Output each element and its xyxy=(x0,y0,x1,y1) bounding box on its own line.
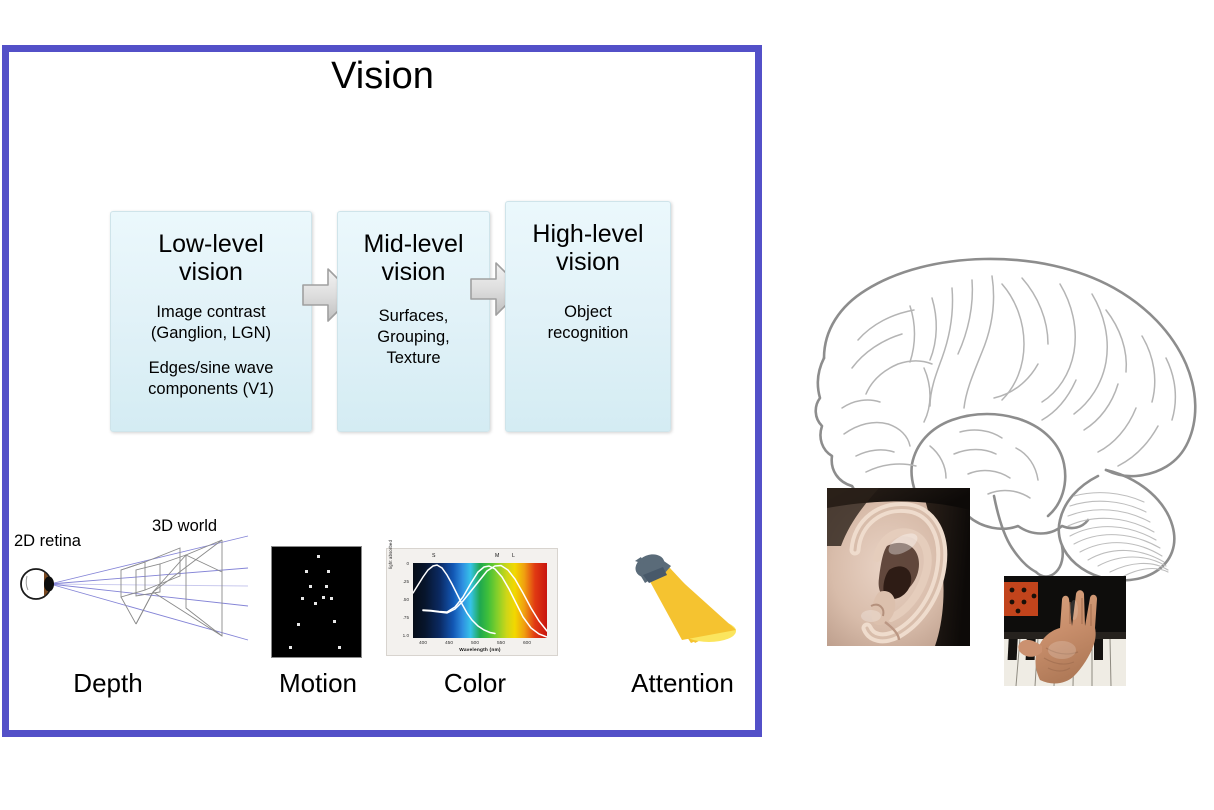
point-light-dot xyxy=(325,585,328,588)
body-line-3: Texture xyxy=(386,349,441,368)
body-line-2: Grouping, xyxy=(377,328,450,347)
chart-ytick: .75 xyxy=(402,615,409,620)
stage-box-mid-level-heading: Mid-level vision xyxy=(338,230,489,286)
body-line-2: (Ganglion, LGN) xyxy=(150,324,272,343)
attention-spotlight-icon xyxy=(635,554,736,643)
point-light-dot xyxy=(338,646,341,649)
heading-line-1: Low-level xyxy=(158,230,264,258)
body-line-4: components (V1) xyxy=(148,380,274,399)
point-light-dot xyxy=(305,570,308,573)
stage-box-high-level-body: Object recognition xyxy=(506,302,670,344)
body-line-1: Surfaces, xyxy=(378,307,449,325)
stage-box-mid-level[interactable]: Mid-level vision Surfaces, Grouping, Tex… xyxy=(337,211,490,432)
chart-xtick: 500 xyxy=(470,641,479,646)
feature-label-motion: Motion xyxy=(278,668,358,698)
stage-box-low-level-body-1: Image contrast (Ganglion, LGN) xyxy=(111,302,311,344)
chart-ytick: .25 xyxy=(402,579,409,584)
point-light-dot xyxy=(301,597,304,600)
chart-xlabel: Wavelength (nm) xyxy=(459,648,501,653)
brain-illustration xyxy=(814,257,1197,582)
stage-box-low-level[interactable]: Low-level vision Image contrast (Ganglio… xyxy=(110,211,312,432)
stage-box-high-level[interactable]: High-level vision Object recognition xyxy=(505,201,671,432)
ear-photo-content xyxy=(827,488,970,646)
point-light-dot xyxy=(309,585,312,588)
chart-xtick: 450 xyxy=(444,641,453,646)
point-light-dot xyxy=(297,623,300,626)
chart-xtick: 600 xyxy=(522,641,531,646)
page-title: Vision xyxy=(331,55,434,97)
spectrum-background xyxy=(413,563,547,638)
point-light-dot xyxy=(330,597,333,600)
point-light-dot xyxy=(327,570,330,573)
stage-box-mid-level-body: Surfaces, Grouping, Texture xyxy=(338,306,489,369)
heading-line-2: vision xyxy=(179,258,243,286)
color-illustration: light absorbed 0 .25 .50 .75 1.0 S M L 4… xyxy=(386,540,558,656)
depth-annotation-2d-retina: 2D retina xyxy=(14,532,81,550)
stage-box-low-level-heading: Low-level vision xyxy=(111,230,311,286)
point-light-dot xyxy=(314,602,317,605)
motion-illustration xyxy=(271,546,362,658)
chart-ytick: 1.0 xyxy=(402,633,409,638)
heading-line-2: vision xyxy=(381,258,446,286)
stage-box-high-level-heading: High-level vision xyxy=(506,220,670,276)
chart-xtick: 400 xyxy=(418,641,427,646)
body-line-1: Object xyxy=(564,303,612,321)
ear-photo xyxy=(827,488,970,646)
depth-annotation-3d-world: 3D world xyxy=(152,517,218,535)
chart-ytick: .50 xyxy=(402,597,409,602)
chart-xtick: 550 xyxy=(496,641,505,646)
hand-photo-content xyxy=(1004,576,1126,686)
hand-on-piano-photo xyxy=(1004,576,1126,686)
cone-absorption-curves xyxy=(413,564,547,638)
point-light-dot xyxy=(322,596,325,599)
chart-series-label-m: M xyxy=(495,553,500,559)
body-line-3: Edges/sine wave xyxy=(148,359,274,378)
point-light-dot xyxy=(333,620,336,623)
feature-label-attention: Attention xyxy=(631,668,734,698)
chart-plot-area xyxy=(413,563,547,638)
chart-ytick: 0 xyxy=(406,561,409,566)
chart-series-label-s: S xyxy=(432,553,436,559)
feature-label-color: Color xyxy=(443,668,507,698)
feature-label-depth: Depth xyxy=(73,668,143,698)
body-line-2: recognition xyxy=(547,324,629,343)
heading-line-2: vision xyxy=(556,248,620,276)
heading-line-1: High-level xyxy=(532,220,644,248)
depth-illustration xyxy=(20,535,249,641)
point-light-dot xyxy=(317,555,320,558)
point-light-dot xyxy=(289,646,292,649)
body-line-1: Image contrast xyxy=(156,303,266,321)
heading-line-1: Mid-level xyxy=(363,230,464,258)
stage-box-low-level-body-2: Edges/sine wave components (V1) xyxy=(111,358,311,400)
chart-series-label-l: L xyxy=(512,553,515,559)
